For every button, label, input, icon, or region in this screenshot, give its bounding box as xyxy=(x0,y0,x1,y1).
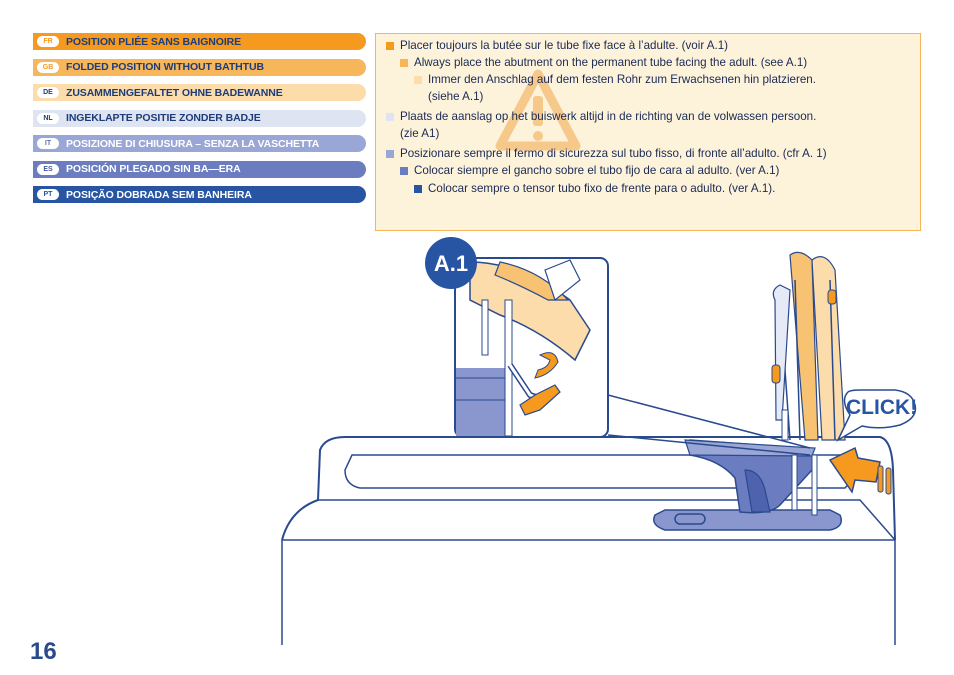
language-title: FOLDED POSITION WITHOUT BATHTUB xyxy=(66,61,264,73)
instruction-bullet xyxy=(386,42,394,50)
instruction-line-fr: Placer toujours la butée sur le tube fix… xyxy=(400,39,729,52)
language-title-bar-nl: NL INGEKLAPTE POSITIE ZONDER BADJE xyxy=(33,109,366,127)
language-title-bar-pt: PT POSIÇÃO DOBRADA SEM BANHEIRA xyxy=(33,186,366,203)
language-code-badge: PT xyxy=(37,189,59,200)
language-title-bar-it: IT POSIZIONE DI CHIUSURA – SENZA LA VASCH… xyxy=(33,135,366,152)
language-title-bar-de: DE ZUSAMMENGEFALTET OHNE BADEWANNE xyxy=(33,84,366,101)
instruction-line-de: (siehe A.1) xyxy=(428,90,484,103)
instruction-line-es: Colocar siempre el gancho sobre el tubo … xyxy=(414,164,780,177)
warning-triangle-icon xyxy=(495,69,581,151)
language-title-bar-fr: FR POSITION PLIÉE SANS BAIGNOIRE xyxy=(33,33,366,50)
figure-label: A.1 xyxy=(433,251,469,276)
instruction-bullet xyxy=(400,59,408,67)
instruction-box xyxy=(375,33,921,231)
figure-label-badge xyxy=(425,237,477,289)
language-title: POSICIÓN PLEGADO SIN BA—ERA xyxy=(66,163,241,175)
instruction-bullet xyxy=(414,76,422,84)
instruction-line-gb: Always place the abutment on the permane… xyxy=(414,56,808,69)
language-code-badge: NL xyxy=(37,112,59,124)
click-label: CLICK! xyxy=(846,396,918,419)
language-code-badge: GB xyxy=(37,61,59,73)
instruction-bullet xyxy=(400,167,408,175)
instruction-line-nl: Plaats de aanslag op het buiswerk altijd… xyxy=(400,110,817,123)
instruction-bullet xyxy=(414,185,422,193)
language-code-badge: ES xyxy=(37,163,59,175)
instruction-line-de: Immer den Anschlag auf dem festen Rohr z… xyxy=(428,73,816,86)
language-title: ZUSAMMENGEFALTET OHNE BADEWANNE xyxy=(66,86,283,99)
click-bubble xyxy=(836,389,917,442)
language-title-bar-es: ES POSICIÓN PLEGADO SIN BA—ERA xyxy=(33,160,366,178)
zoom-detail-panel xyxy=(454,257,609,438)
language-code-badge: IT xyxy=(37,138,59,149)
page-number: 16 xyxy=(30,638,57,665)
instruction-line-pt: Colocar sempre o tensor tubo fixo de fre… xyxy=(428,182,776,195)
language-title: POSIZIONE DI CHIUSURA – SENZA LA VASCHET… xyxy=(66,137,320,150)
instruction-line-nl: (zie A1) xyxy=(400,127,440,140)
instruction-bullet xyxy=(386,150,394,158)
language-title-bar-gb: GB FOLDED POSITION WITHOUT BATHTUB xyxy=(33,58,366,76)
instruction-bullet xyxy=(386,113,394,121)
language-code-badge: FR xyxy=(37,36,59,47)
instruction-line-it: Posizionare sempre il fermo di sicurezza… xyxy=(400,147,827,160)
language-title: POSITION PLIÉE SANS BAIGNOIRE xyxy=(66,35,242,48)
language-title: INGEKLAPTE POSITIE ZONDER BADJE xyxy=(66,112,261,124)
language-code-badge: DE xyxy=(37,87,59,98)
language-title: POSIÇÃO DOBRADA SEM BANHEIRA xyxy=(66,188,252,201)
